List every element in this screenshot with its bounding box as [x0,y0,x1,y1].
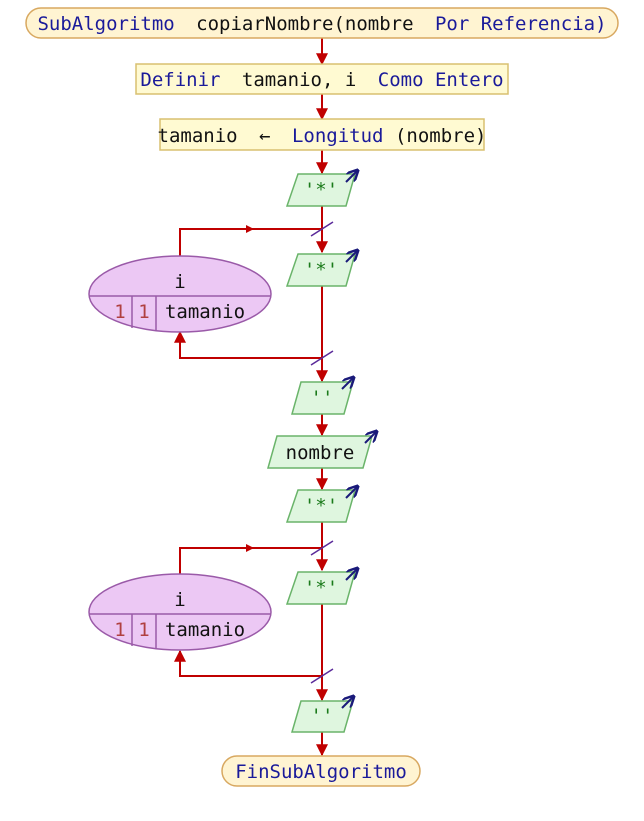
subalgoritmo-keyword: SubAlgoritmo [37,13,174,35]
loop-1-arrowhead [246,225,254,233]
for-loop-1: i 1 1 tamanio [88,255,272,333]
start-terminal: SubAlgoritmo copiarNombre(nombre Por Ref… [25,7,619,39]
for-loop-2: i 1 1 tamanio [88,573,272,651]
output-arrow-icon [345,487,357,499]
svg-text:SubAlgoritmo copiarNombr: SubAlgoritmo copiarNombre(nombre Por Ref… [37,13,606,35]
loop-2-connectors [174,547,322,677]
assign-target: tamanio [158,125,238,147]
output-nombre-text: nombre [286,442,355,464]
output-loop-2-star: '*' [285,569,357,605]
loop-2-from: 1 [114,619,125,641]
end-terminal: FinSubAlgoritmo [221,755,421,787]
loop-2-to: tamanio [165,619,245,641]
assignment-block: tamanio ← Longitud (nombre) [158,118,487,151]
svg-text:tamanio ← Longitud: tamanio ← Longitud (nombre) [158,125,487,147]
loop-1-to: tamanio [165,301,245,323]
definir-keyword: Definir [140,69,220,91]
output-arrow-icon [345,251,357,263]
assign-args: (nombre) [395,125,487,147]
output-loop-1-star: '*' [285,251,357,287]
output-empty-1: '' [291,378,353,415]
loop-1-from: 1 [114,301,125,323]
output-star-2-text: '*' [304,495,338,517]
loop-1-connectors [174,228,322,359]
assign-function: Longitud [292,125,384,147]
loop-2-var: i [174,589,185,611]
output-arrow-icon [345,171,357,183]
output-arrow-icon [341,378,353,390]
declared-vars: tamanio, i [242,69,356,91]
output-star-1-text: '*' [304,179,338,201]
finsubalgoritmo-keyword: FinSubAlgoritmo [235,761,407,783]
output-star-2: '*' [285,487,357,523]
output-arrow-icon [364,432,376,444]
output-arrow-icon [345,569,357,581]
output-nombre: nombre [267,432,376,469]
output-loop-1-star-text: '*' [304,259,338,281]
param-mode: Por Referencia) [435,13,607,35]
subalgoritmo-signature: copiarNombre(nombre [196,13,413,35]
output-empty-2: '' [291,697,353,733]
output-empty-2-text: '' [311,705,334,727]
output-star-1: '*' [285,171,357,207]
loop-1-var: i [174,271,185,293]
assign-arrow: ← [259,125,270,147]
type-keyword: Como Entero [378,69,504,91]
loop-2-junction-ticks [310,540,334,684]
loop-1-step: 1 [138,301,149,323]
loop-2-step: 1 [138,619,149,641]
declaration-block: Definir tamanio, i Como Entero [135,63,509,95]
output-loop-2-star-text: '*' [304,577,338,599]
output-arrow-icon [341,697,353,709]
loop-1-junction-ticks [310,221,334,366]
loop-2-arrowhead [246,544,254,552]
svg-text:Definir tamanio, i: Definir tamanio, i Como Entero [140,69,503,91]
output-empty-1-text: '' [311,387,334,409]
